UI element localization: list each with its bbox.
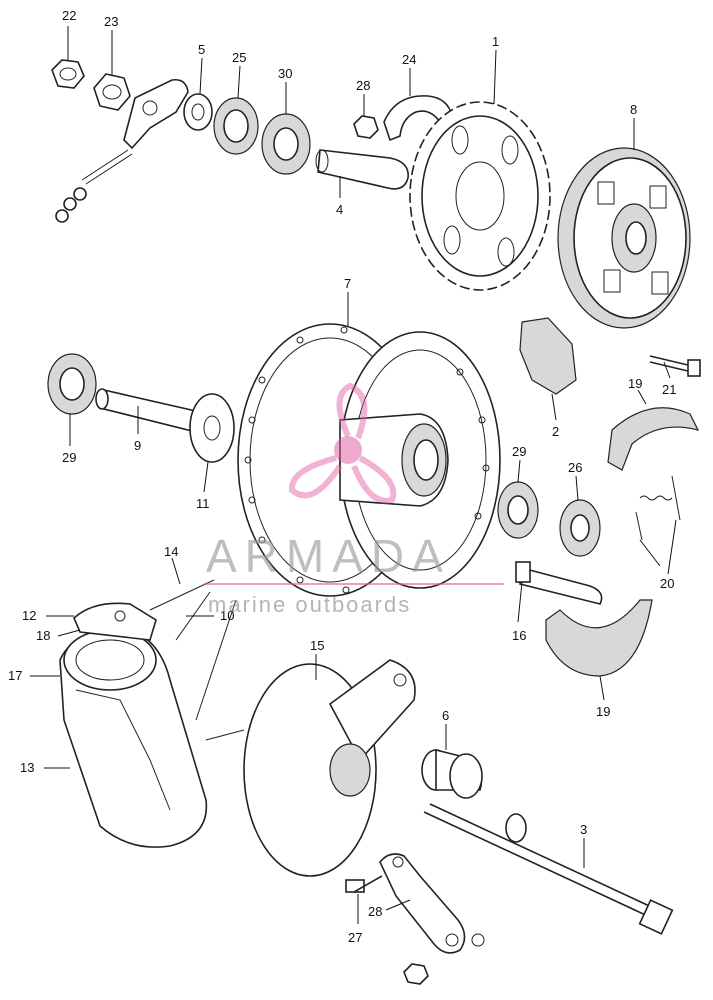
callout-22: 22 bbox=[62, 8, 76, 23]
part-29-bearing-left bbox=[47, 353, 97, 415]
part-21-bolt bbox=[649, 355, 701, 377]
callout-26: 26 bbox=[568, 460, 582, 475]
callout-1: 1 bbox=[492, 34, 499, 49]
callout-17: 17 bbox=[8, 668, 22, 683]
callout-28: 28 bbox=[356, 78, 370, 93]
part-3-axle bbox=[423, 803, 674, 935]
leader-lines bbox=[30, 26, 677, 924]
part-16-brake-cam bbox=[515, 561, 603, 605]
callout-4: 4 bbox=[336, 202, 343, 217]
part-27-bolt bbox=[345, 875, 383, 893]
callout-labels: 22 23 5 25 30 28 24 1 8 4 7 2 21 19 29 9… bbox=[8, 8, 676, 945]
part-13-swing-arm bbox=[59, 629, 208, 848]
callout-13: 13 bbox=[20, 760, 34, 775]
watermark-logo-icon bbox=[289, 382, 397, 504]
part-15-brake-panel bbox=[243, 659, 416, 877]
callout-19-upper: 19 bbox=[628, 376, 642, 391]
part-6-collar bbox=[421, 748, 483, 799]
part-19-brake-shoe-upper bbox=[607, 407, 700, 471]
part-9-spacer-tube bbox=[95, 388, 201, 433]
callout-29-right: 29 bbox=[512, 444, 526, 459]
callout-30: 30 bbox=[278, 66, 292, 81]
callout-2: 2 bbox=[552, 424, 559, 439]
chain-adjuster-plate bbox=[55, 78, 189, 223]
part-8-carrier bbox=[557, 147, 691, 329]
part-26-seal bbox=[559, 499, 601, 557]
callout-6: 6 bbox=[442, 708, 449, 723]
callout-11: 11 bbox=[196, 496, 210, 511]
watermark-brand: ARMADA bbox=[206, 530, 451, 582]
callout-9: 9 bbox=[134, 438, 141, 453]
callout-25: 25 bbox=[232, 50, 246, 65]
callout-18: 18 bbox=[36, 628, 50, 643]
watermark: ARMADA marine outboards bbox=[204, 382, 504, 617]
part-29-bearing-right bbox=[497, 481, 539, 539]
callout-14: 14 bbox=[164, 544, 178, 559]
part-1-sprocket bbox=[409, 101, 551, 291]
part-25-bearing bbox=[213, 97, 259, 155]
part-2-damper bbox=[519, 317, 577, 395]
part-28-brake-arm bbox=[379, 853, 485, 985]
callout-27: 27 bbox=[348, 930, 362, 945]
part-30-bearing bbox=[261, 113, 311, 175]
callout-24: 24 bbox=[402, 52, 416, 67]
callout-3: 3 bbox=[580, 822, 587, 837]
part-20-springs bbox=[635, 475, 681, 541]
watermark-tagline: marine outboards bbox=[208, 592, 411, 617]
callout-29-left: 29 bbox=[62, 450, 76, 465]
callout-21: 21 bbox=[662, 382, 676, 397]
callout-8: 8 bbox=[630, 102, 637, 117]
part-4-sleeve bbox=[315, 149, 409, 190]
callout-23: 23 bbox=[104, 14, 118, 29]
part-11-seal bbox=[189, 393, 235, 463]
part-5-spacer bbox=[183, 93, 213, 131]
part-19-brake-shoe-lower bbox=[545, 599, 653, 677]
callout-28-lower: 28 bbox=[368, 904, 382, 919]
callout-19-lower: 19 bbox=[596, 704, 610, 719]
callout-10: 10 bbox=[220, 608, 234, 623]
part-23-nut bbox=[93, 73, 131, 111]
callout-20: 20 bbox=[660, 576, 674, 591]
callout-7: 7 bbox=[344, 276, 351, 291]
part-12-clamp bbox=[73, 602, 157, 641]
callout-15: 15 bbox=[310, 638, 324, 653]
callout-16: 16 bbox=[512, 628, 526, 643]
callout-12: 12 bbox=[22, 608, 36, 623]
part-10-14-wires bbox=[149, 579, 245, 741]
part-22-nut bbox=[51, 59, 85, 89]
part-28-nut bbox=[353, 115, 379, 139]
part-7-hub bbox=[237, 323, 501, 597]
callout-5: 5 bbox=[198, 42, 205, 57]
